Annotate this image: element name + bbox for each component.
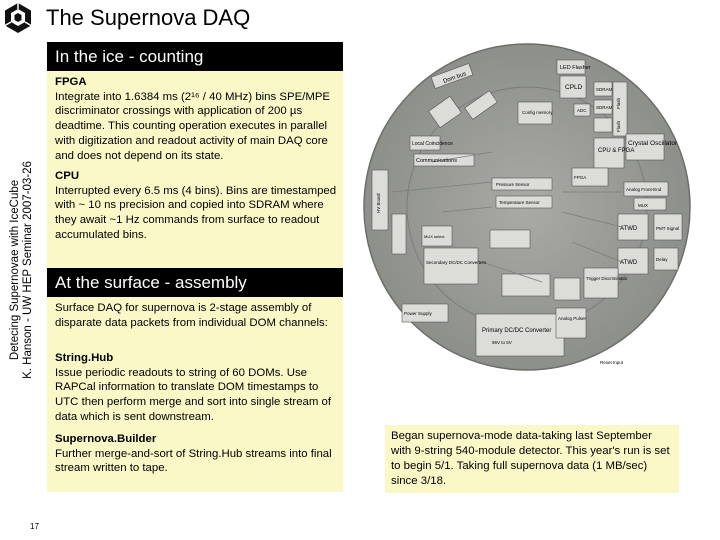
info-panel bbox=[47, 42, 343, 492]
cpu-text: Interrupted every 6.5 ms (4 bins). Bins … bbox=[55, 184, 337, 241]
builder-block: Supernova.Builder Further merge-and-sort… bbox=[55, 432, 339, 476]
page-number: 17 bbox=[30, 522, 39, 531]
fpga-block: FPGA Integrate into 1.6384 ms (2¹⁶ / 40 … bbox=[55, 75, 339, 163]
label-atwd-2: ATWD bbox=[620, 260, 638, 266]
label-mux: MUX bbox=[638, 203, 648, 208]
label-pmt-signal: PMT Signal bbox=[656, 226, 679, 231]
label-adc: ADC bbox=[577, 108, 587, 113]
builder-label: Supernova.Builder bbox=[55, 433, 157, 445]
side-caption-line2: K. Hanson - UW HEP Seminar 2007-03-26 bbox=[22, 161, 34, 379]
label-cpu-fpga: CPU & FPGA bbox=[598, 148, 634, 154]
label-pressure: Pressure Sensor bbox=[496, 182, 530, 187]
label-config: Config memory bbox=[522, 110, 553, 115]
side-caption-line1: Detecing Supernovae with IceCube bbox=[9, 179, 21, 361]
side-caption: Detecing Supernovae with IceCube K. Hans… bbox=[2, 140, 42, 400]
label-cpld: CPLD bbox=[565, 84, 583, 91]
label-primary-sub: 96V to 5V bbox=[492, 340, 512, 345]
label-local-coinc: Local Coincidence bbox=[412, 141, 453, 147]
side-caption-text: Detecing Supernovae with IceCube K. Hans… bbox=[9, 161, 35, 379]
label-communications: Communications bbox=[416, 158, 457, 164]
label-power: Power Supply bbox=[404, 311, 433, 316]
label-atwd-1: ATWD bbox=[620, 226, 638, 232]
stringhub-text: Issue periodic readouts to string of 60 … bbox=[55, 366, 332, 423]
label-amp-prop: Trigger Discriminator bbox=[586, 276, 628, 281]
label-pulser: Analog Pulser bbox=[558, 316, 587, 321]
label-flash-2: Flash bbox=[616, 120, 621, 132]
cpu-label: CPU bbox=[55, 170, 80, 182]
label-reset: Reset Input bbox=[600, 360, 624, 365]
stringhub-label: String.Hub bbox=[55, 352, 114, 364]
label-delay: Delay bbox=[656, 257, 668, 262]
label-fpga-sub: FPGA bbox=[574, 175, 586, 180]
builder-text: Further merge-and-sort of String.Hub str… bbox=[55, 447, 332, 475]
label-sdram-2: SDRAM bbox=[596, 105, 613, 110]
label-mux-select: MUX select bbox=[424, 234, 445, 239]
status-note: Began supernova-mode data-taking last Se… bbox=[385, 425, 679, 493]
label-primary: Primary DC/DC Converter bbox=[482, 328, 551, 334]
page-title: The Supernova DAQ bbox=[46, 5, 251, 30]
label-flash-1: Flash bbox=[616, 97, 621, 109]
label-secondary: Secondary DC/DC Converters bbox=[426, 260, 487, 265]
label-analog-front: Analog Front-End bbox=[626, 187, 662, 192]
fpga-text: Integrate into 1.6384 ms (2¹⁶ / 40 MHz) … bbox=[55, 90, 331, 162]
surface-section-heading: At the surface - assembly bbox=[47, 268, 343, 297]
label-crystal: Crystal Oscillator bbox=[628, 140, 678, 147]
dom-mainboard-image: LED Flasher Dom bus CPLD SDRAM SDRAM Fla… bbox=[362, 42, 692, 372]
surface-intro: Surface DAQ for supernova is 2-stage ass… bbox=[55, 302, 328, 329]
cpu-block: CPU Interrupted every 6.5 ms (4 bins). B… bbox=[55, 169, 339, 243]
label-sdram-1: SDRAM bbox=[596, 87, 613, 92]
fpga-label: FPGA bbox=[55, 76, 87, 88]
label-flasher: LED Flasher bbox=[560, 65, 591, 71]
label-hv-board: HV Board bbox=[376, 193, 381, 213]
stringhub-block: String.Hub Issue periodic readouts to st… bbox=[55, 351, 339, 425]
mainboard-diagram: LED Flasher Dom bus CPLD SDRAM SDRAM Fla… bbox=[362, 42, 692, 372]
icecube-logo bbox=[2, 2, 34, 34]
label-temperature: Temperature Sensor bbox=[499, 200, 540, 205]
ice-section-heading: In the ice - counting bbox=[47, 42, 343, 71]
